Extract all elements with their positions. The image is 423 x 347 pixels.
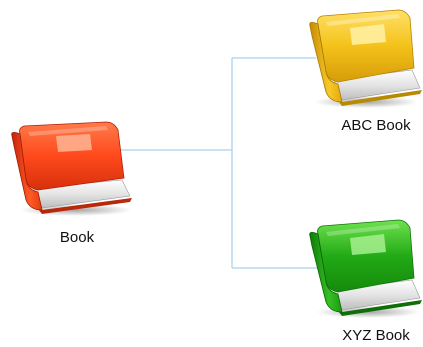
book-icon-root bbox=[11, 121, 132, 216]
child-node-label-abc: ABC Book bbox=[341, 117, 411, 134]
root-node-label: Book bbox=[60, 229, 95, 246]
book-icon-xyz bbox=[309, 219, 422, 318]
book-icon-abc bbox=[309, 9, 422, 108]
connector-lines bbox=[112, 57, 318, 269]
child-node-label-xyz: XYZ Book bbox=[342, 327, 410, 344]
